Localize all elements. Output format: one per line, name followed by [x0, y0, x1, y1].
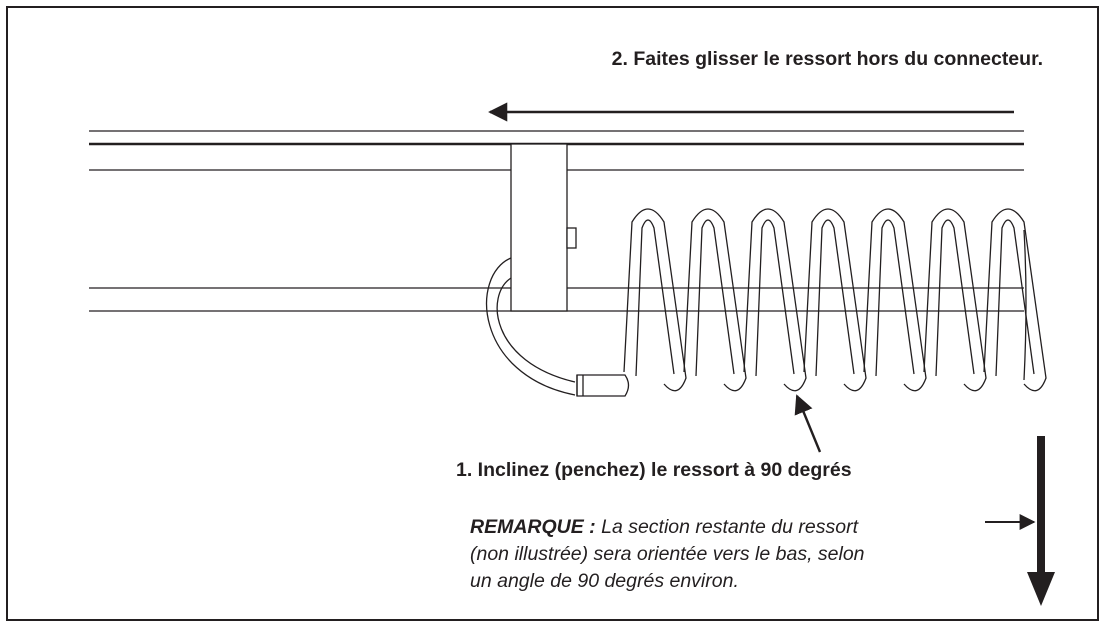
spring-coil-outer: [983, 208, 1047, 392]
step-1-label: 1. Inclinez (penchez) le ressort à 90 de…: [456, 459, 852, 481]
note-line-3: un angle de 90 degrés environ.: [470, 570, 739, 592]
spring-coil-inner: [635, 219, 675, 377]
tilt-leader-arrow: [794, 394, 822, 453]
note-line-2: (non illustrée) sera orientée vers le ba…: [470, 543, 865, 565]
spring-coil-inner: [935, 219, 975, 377]
note-text-1: La section restante du ressort: [601, 516, 858, 538]
spring-coil-outer: [923, 208, 987, 392]
diagram-frame: [6, 6, 1099, 621]
spring-coil-inner: [875, 219, 915, 377]
spring-coil-outer: [623, 208, 687, 392]
note-title: REMARQUE :: [470, 516, 596, 538]
spring-coil-inner: [995, 219, 1035, 377]
spring-coil-outer: [683, 208, 747, 392]
connector-bracket: [510, 143, 577, 312]
note-block: REMARQUE : La section restante du ressor…: [470, 514, 865, 595]
spring-coil-edge: [1023, 229, 1027, 381]
down-arrow: [1027, 436, 1055, 606]
spring-coil-inner: [755, 219, 795, 377]
spring-coil-outer: [743, 208, 807, 392]
step-2-label: 2. Faites glisser le ressort hors du con…: [611, 48, 1043, 70]
spring-coils: [623, 208, 1047, 392]
spring-hook: [485, 257, 630, 397]
spring-coil-outer: [803, 208, 867, 392]
spring-coil-inner: [815, 219, 855, 377]
note-line-1: REMARQUE : La section restante du ressor…: [470, 514, 865, 541]
spring-coil-outer: [863, 208, 927, 392]
spring-coil-inner: [695, 219, 735, 377]
